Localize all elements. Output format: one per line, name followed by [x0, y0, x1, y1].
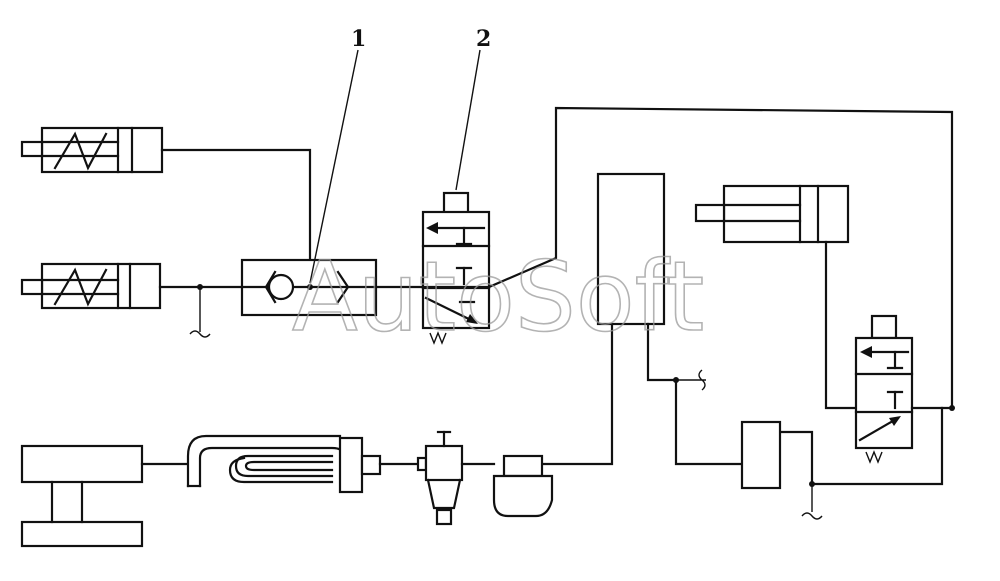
air-tank — [492, 454, 554, 518]
spring-cylinder-middle — [20, 262, 162, 310]
leader-line-1 — [309, 49, 359, 284]
solenoid-valve-left — [421, 191, 491, 345]
watermark: AutoSoft — [292, 241, 704, 353]
pipe-center-unit-down — [540, 322, 614, 466]
pressure-regulator-box — [740, 420, 782, 490]
aftercooler — [338, 436, 364, 494]
solenoid-valve-right — [854, 314, 914, 464]
shuttle-valve — [240, 258, 424, 317]
center-unit — [596, 172, 666, 326]
branch-open-end-right — [801, 484, 823, 520]
branch-open-end-center — [676, 369, 706, 391]
pipe-supply-loop — [487, 106, 954, 410]
pipe-right-cylinder — [824, 240, 858, 410]
water-separator — [416, 430, 464, 526]
spring-cylinder-top — [20, 126, 164, 174]
callout-2: 2 — [476, 26, 491, 52]
leader-line-2 — [455, 49, 481, 191]
pipe-top-cylinder — [160, 148, 312, 289]
branch-open-end — [189, 287, 211, 338]
callout-1: 1 — [351, 26, 366, 52]
compressor — [20, 444, 144, 548]
right-cylinder — [694, 184, 850, 244]
coil-pipe — [186, 434, 346, 488]
